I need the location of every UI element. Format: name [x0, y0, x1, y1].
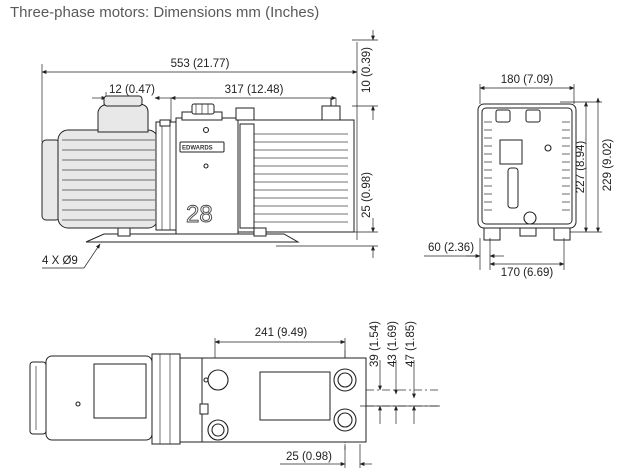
dim-pump-length: 317 (12.48) [225, 84, 284, 96]
dim-plan-v3: 47 (1.85) [405, 321, 417, 367]
page-title: Three-phase motors: Dimensions mm (Inche… [10, 4, 320, 21]
dim-plan-v2: 43 (1.69) [387, 321, 399, 367]
dim-plan-v1: 39 (1.54) [369, 321, 381, 367]
dim-end-height-1: 227 (8.94) [575, 141, 587, 194]
dim-plan-bottom: 25 (0.98) [286, 451, 332, 463]
dim-top-offset: 10 (0.39) [361, 47, 373, 93]
dim-overall-length: 553 (21.77) [171, 58, 230, 70]
model-number: 28 [186, 201, 213, 228]
dim-end-height-2: 229 (9.02) [602, 139, 614, 192]
dim-motor-offset: 12 (0.47) [109, 84, 155, 96]
plan-view: 241 (9.49) [29, 321, 440, 468]
dim-end-width: 180 (7.09) [501, 74, 554, 86]
dim-end-foot-span: 170 (6.69) [501, 267, 554, 279]
brand-label: EDWARDS [182, 146, 213, 152]
side-view: 553 (21.77) 12 (0.47) 317 (12.48) 10 (0.… [41, 30, 378, 269]
dim-end-foot-offset: 60 (2.36) [428, 242, 474, 254]
dim-foot-holes: 4 X Ø9 [42, 255, 78, 267]
dim-plan-width: 241 (9.49) [255, 327, 308, 339]
dim-foot-height: 25 (0.98) [361, 172, 373, 218]
end-view: 180 (7.09) 227 (8.94) 229 (9.02) [424, 74, 614, 279]
